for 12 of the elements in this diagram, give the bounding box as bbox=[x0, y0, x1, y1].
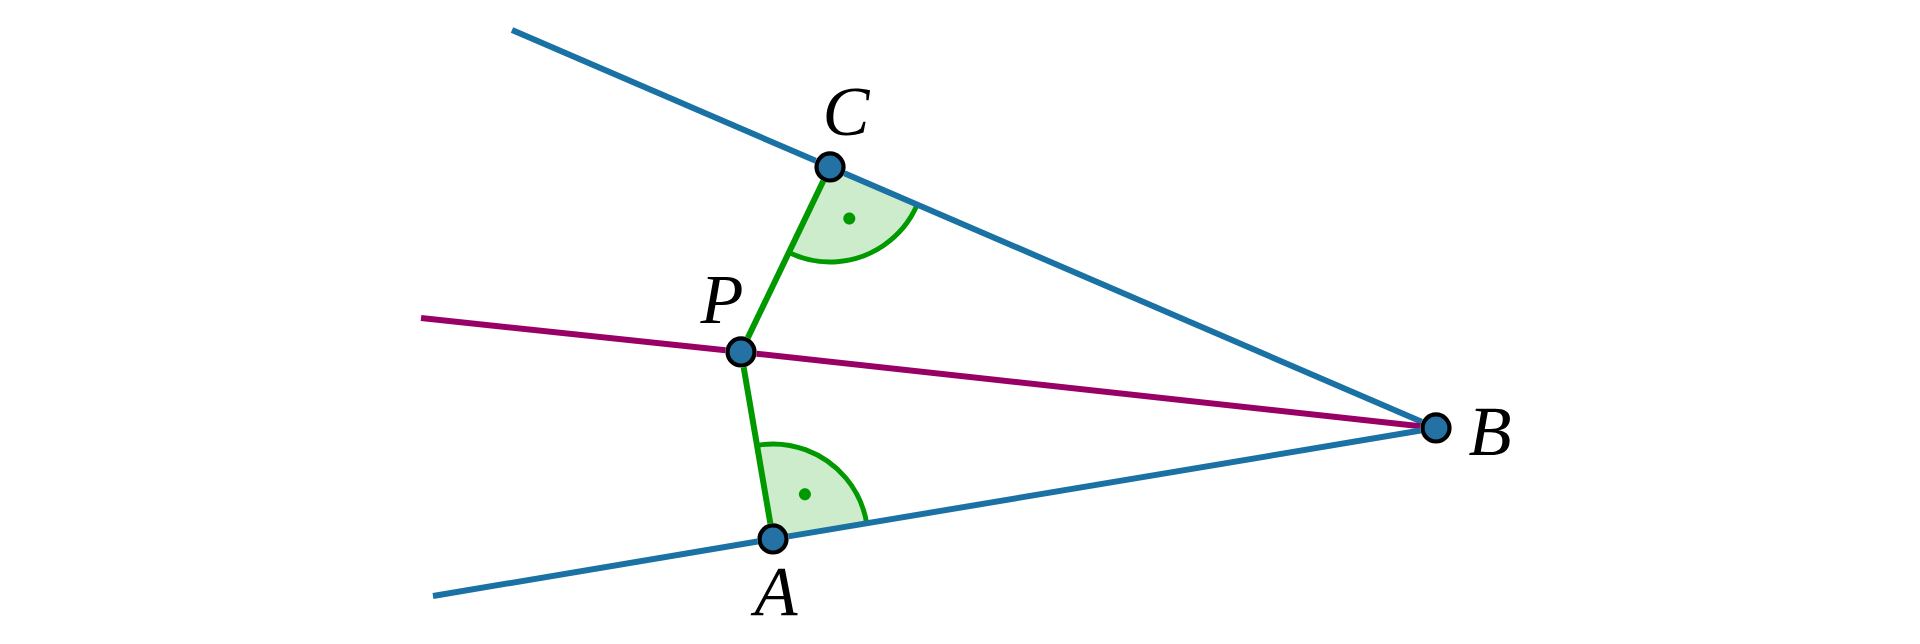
line bbox=[843, 170, 1423, 425]
point-label: P bbox=[700, 276, 742, 323]
line bbox=[420, 315, 726, 354]
line bbox=[432, 538, 759, 599]
point-label: A bbox=[750, 568, 798, 616]
line bbox=[787, 427, 1422, 540]
line bbox=[756, 350, 1421, 430]
line bbox=[745, 179, 826, 340]
point-label: C bbox=[826, 88, 871, 136]
line bbox=[740, 366, 774, 525]
point-label: B bbox=[1469, 408, 1510, 456]
line bbox=[510, 27, 817, 164]
